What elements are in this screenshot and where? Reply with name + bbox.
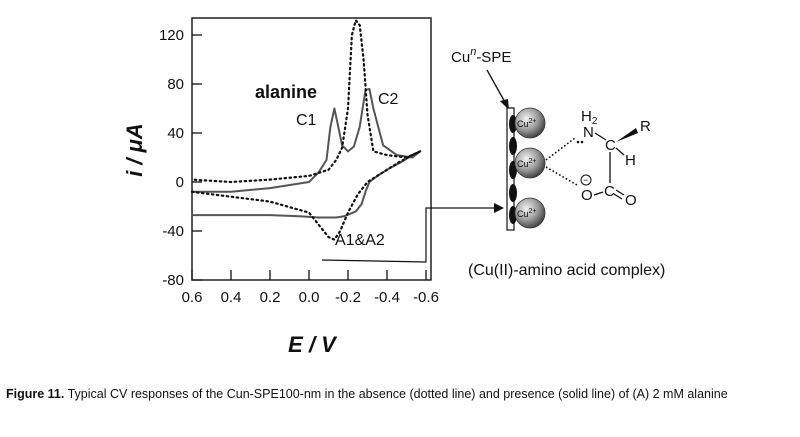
electrode-pointer <box>486 69 507 105</box>
electrode-segment <box>509 184 517 202</box>
lone-pair <box>576 140 580 144</box>
caption-label: Figure 11. <box>6 387 65 401</box>
x-axis: 0.6 0.4 0.2 0.0 -0.2 -0.4 -0.6 <box>182 270 439 306</box>
dotted-series-reverse <box>190 19 422 184</box>
atom-n: N <box>583 124 594 141</box>
x-tick-label: 0.0 <box>299 289 320 306</box>
atom-r: R <box>640 118 651 135</box>
caption-text: Typical CV responses of the Cun-SPE100-n… <box>64 387 728 401</box>
charge-ring <box>580 174 592 186</box>
y-axis-title: i / μA <box>122 123 147 177</box>
cu-ion-sphere: Cu2+ <box>514 147 546 179</box>
annotation-c2: C2 <box>378 91 399 108</box>
electrode-segment <box>509 137 517 155</box>
complex-scheme: Cun-SPE Cu2+ Cu2+ Cu2+ <box>451 46 665 279</box>
bond-c-o-double-b <box>613 193 623 200</box>
svg-text:Cu2+: Cu2+ <box>517 208 537 219</box>
atom-h: H <box>625 152 636 169</box>
series-group <box>190 19 422 241</box>
bond-c-h <box>615 147 625 156</box>
y-tick-label: 80 <box>167 76 184 93</box>
bond-n-c <box>594 132 607 141</box>
solid-series-reverse <box>191 87 422 193</box>
y-tick-label: -40 <box>162 223 184 240</box>
electrode-pointer-head <box>500 99 509 110</box>
cu-ion-sphere: Cu2+ <box>514 197 546 229</box>
svg-text:Cu2+: Cu2+ <box>517 158 537 169</box>
atom-h2: H2 <box>581 108 598 127</box>
complex-label: (Cu(II)-amino acid complex) <box>468 262 665 279</box>
y-tick-label: -80 <box>162 272 184 289</box>
y-tick-label: 40 <box>167 125 184 142</box>
x-tick-label: 0.6 <box>182 289 203 306</box>
annotation-c1: C1 <box>296 112 317 129</box>
cu-ion-sphere: Cu2+ <box>514 107 546 139</box>
annotation-a1a2: A1&A2 <box>335 232 385 249</box>
connector-line <box>321 207 496 263</box>
connector-arrowhead <box>494 203 504 213</box>
y-tick-label: 0 <box>176 174 184 191</box>
plot-frame <box>191 17 432 281</box>
bond-c-o-double-a <box>615 189 625 196</box>
x-axis-title: E / V <box>288 332 338 357</box>
solid-series-forward <box>191 150 422 219</box>
charge-minus: − <box>583 175 588 185</box>
wedge-bond-r <box>616 128 638 142</box>
y-axis: -80 -40 0 40 80 120 <box>159 27 202 289</box>
electrode-segment <box>509 115 517 133</box>
x-tick-label: -0.2 <box>335 289 361 306</box>
atom-o-minus: O <box>581 187 593 204</box>
coordination-bond-n <box>545 137 576 161</box>
annotation-alanine: alanine <box>255 82 317 102</box>
atom-o-double: O <box>625 192 637 209</box>
atom-c-carbonyl: C <box>604 183 615 200</box>
x-tick-label: -0.4 <box>374 289 400 306</box>
figure-caption: Figure 11. Typical CV responses of the C… <box>6 386 796 402</box>
x-tick-label: -0.6 <box>413 289 439 306</box>
y-tick-label: 120 <box>159 27 184 44</box>
x-tick-label: 0.4 <box>221 289 242 306</box>
bond-c-o-single <box>593 191 604 196</box>
svg-text:Cu2+: Cu2+ <box>517 118 537 129</box>
coordination-bond-o <box>545 166 578 186</box>
atom-c-alpha: C <box>605 137 616 154</box>
lone-pair <box>580 140 584 144</box>
electrode-label: Cun-SPE <box>451 46 511 66</box>
x-tick-label: 0.2 <box>260 289 281 306</box>
dotted-series-forward <box>190 150 422 241</box>
